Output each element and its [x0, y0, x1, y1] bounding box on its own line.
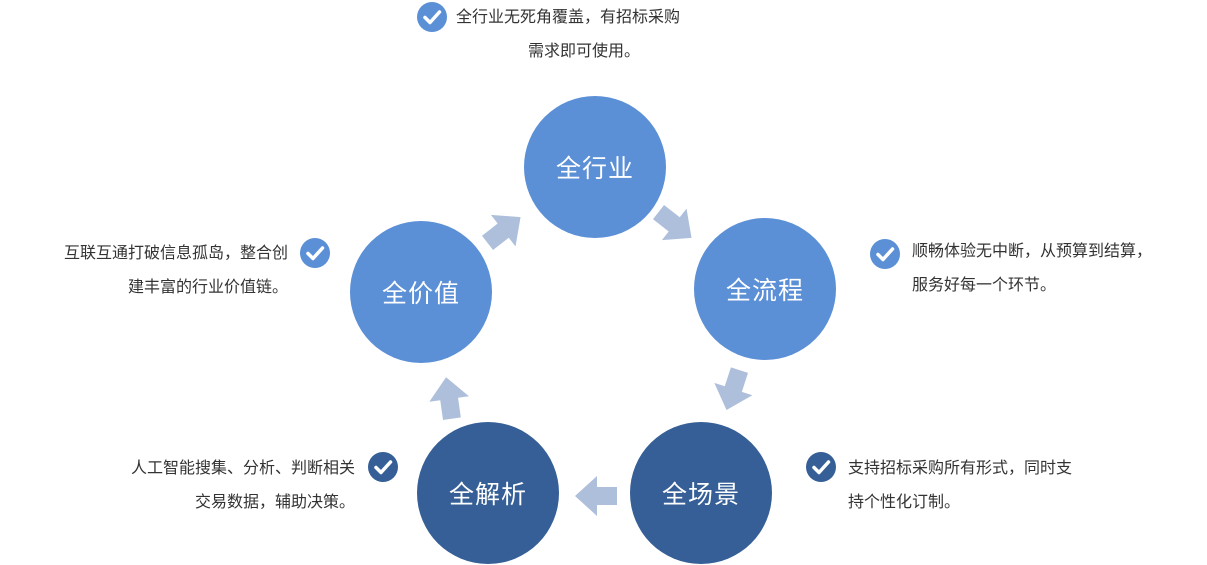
flow-arrow-icon: [646, 196, 704, 253]
node-value: 全价值: [350, 221, 492, 363]
description-line: 建丰富的行业价值链。: [127, 277, 288, 296]
check-circle-icon: [806, 452, 836, 482]
flow-arrow-icon: [575, 476, 617, 516]
description-line: 持个性化订制。: [848, 492, 961, 511]
node-industry: 全行业: [524, 96, 666, 238]
check-circle-icon: [417, 2, 447, 32]
check-circle-icon: [368, 452, 398, 482]
description-process: 顺畅体验无中断，从预算到结算， 服务好每一个环节。: [912, 234, 1152, 302]
flow-arrow-icon: [707, 364, 758, 416]
node-label: 全价值: [381, 279, 460, 308]
description-line: 顺畅体验无中断，从预算到结算，: [912, 241, 1153, 260]
node-process: 全流程: [694, 218, 836, 360]
description-industry: 全行业无死角覆盖，有招标采购 需求即可使用。: [456, 0, 680, 68]
description-line: 需求即可使用。: [528, 41, 641, 60]
description-scenario: 支持招标采购所有形式，同时支 持个性化订制。: [848, 451, 1072, 519]
node-label: 全场景: [661, 480, 740, 509]
node-label: 全解析: [448, 480, 527, 509]
node-analysis: 全解析: [417, 422, 559, 564]
node-scenario: 全场景: [630, 422, 772, 564]
check-circle-icon: [870, 239, 900, 269]
flow-arrow-icon: [475, 201, 533, 258]
check-circle-icon: [300, 238, 330, 268]
description-line: 人工智能搜集、分析、判断相关: [130, 458, 355, 477]
description-line: 支持招标采购所有形式，同时支: [848, 458, 1073, 477]
description-line: 全行业无死角覆盖，有招标采购: [456, 7, 681, 26]
description-analysis: 人工智能搜集、分析、判断相关 交易数据，辅助决策。: [60, 451, 355, 519]
flow-arrow-icon: [426, 374, 471, 421]
node-label: 全行业: [555, 154, 634, 183]
description-line: 交易数据，辅助决策。: [194, 492, 355, 511]
node-label: 全流程: [725, 276, 804, 305]
description-line: 服务好每一个环节。: [912, 275, 1057, 294]
description-value: 互联互通打破信息孤岛，整合创 建丰富的行业价值链。: [0, 236, 288, 304]
description-line: 互联互通打破信息孤岛，整合创: [63, 243, 288, 262]
